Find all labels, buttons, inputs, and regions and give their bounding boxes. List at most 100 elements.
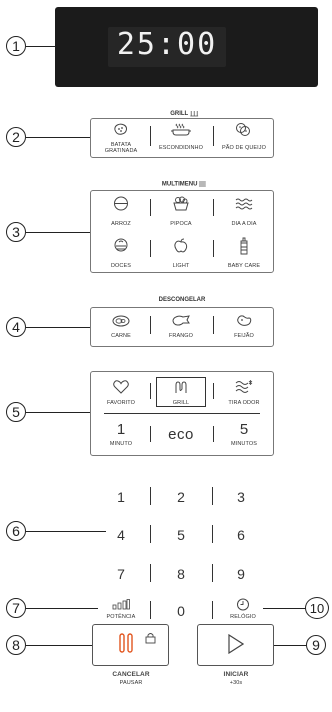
multimenu-panel	[90, 190, 274, 273]
key-6[interactable]: 6	[237, 527, 245, 543]
mm-sep-3	[150, 240, 151, 257]
callout-3: 3	[6, 222, 26, 242]
fn-sep-1	[150, 383, 151, 399]
grill-button-highlight	[156, 377, 206, 407]
popcorn-icon	[173, 196, 189, 211]
grill-btn-3[interactable]: PÃO DE QUEIJO	[221, 145, 267, 151]
desc-sep-2	[213, 316, 214, 334]
key-potencia[interactable]: POTÊNCIA	[106, 614, 136, 620]
grill-btn-2[interactable]: ESCONDIDINHO	[159, 145, 203, 151]
key-5[interactable]: 5	[177, 527, 185, 543]
mm-baby-care[interactable]: BABY CARE	[227, 263, 261, 269]
callout-8-leader	[26, 645, 92, 646]
callout-1: 1	[6, 36, 26, 56]
kp-sep-1	[150, 487, 151, 505]
cheese-bread-icon	[236, 123, 250, 136]
callout-8: 8	[6, 635, 26, 655]
bean-icon	[237, 315, 252, 326]
key-1[interactable]: 1	[117, 489, 125, 505]
meat-icon	[112, 315, 130, 327]
fn-favorito[interactable]: FAVORITO	[106, 400, 136, 406]
waves-icon	[235, 198, 253, 210]
display-screen	[108, 27, 226, 67]
callout-7-leader	[26, 608, 98, 609]
multimenu-title: MULTIMENU	[162, 181, 207, 188]
key-9[interactable]: 9	[237, 566, 245, 582]
fn-minute-1-label: MINUTO	[109, 441, 133, 447]
kp-sep-5	[150, 564, 151, 582]
grill-title: GRILL	[170, 110, 198, 117]
kp-sep-3	[150, 525, 151, 543]
casserole-icon	[171, 123, 191, 136]
grill-panel	[90, 118, 274, 158]
grill-icon	[175, 381, 187, 393]
desc-carne[interactable]: CARNE	[111, 333, 131, 339]
callout-9-leader	[274, 645, 307, 646]
kp-sep-8	[212, 601, 213, 619]
potato-icon	[114, 123, 127, 135]
deodorize-icon	[235, 380, 253, 393]
fn-sep-4	[213, 426, 214, 442]
key-7[interactable]: 7	[117, 566, 125, 582]
mm-arroz[interactable]: ARROZ	[111, 221, 131, 227]
pause-icon	[119, 633, 133, 653]
fn-minute-1-value[interactable]: 1	[116, 421, 126, 438]
start-button[interactable]	[197, 624, 274, 666]
cancel-button[interactable]	[92, 624, 169, 666]
callout-9: 9	[306, 635, 326, 655]
desc-feijao[interactable]: FEIJÃO	[234, 333, 254, 339]
grill-sep-2	[213, 126, 214, 146]
callout-4: 4	[6, 317, 26, 337]
callout-10-leader	[263, 608, 306, 609]
callout-3-leader	[26, 232, 90, 233]
grill-title-icon	[189, 111, 198, 117]
fn-minute-5-value[interactable]: 5	[239, 421, 249, 438]
grill-btn-1[interactable]: BATATA GRATINADA	[104, 142, 138, 154]
key-0[interactable]: 0	[177, 603, 185, 619]
mm-sep-1	[150, 199, 151, 216]
fn-sep-2	[213, 383, 214, 399]
callout-4-leader	[26, 327, 90, 328]
kp-sep-7	[150, 601, 151, 619]
mm-dia-a-dia[interactable]: DIA A DIA	[231, 221, 257, 227]
mm-light[interactable]: LIGHT	[172, 263, 190, 269]
cupcake-icon	[114, 238, 128, 252]
callout-1-leader	[26, 46, 55, 47]
callout-2: 2	[6, 127, 26, 147]
kp-sep-2	[212, 487, 213, 505]
start-label: INICIAR	[223, 671, 249, 678]
key-3[interactable]: 3	[237, 489, 245, 505]
callout-7: 7	[6, 598, 26, 618]
mm-pipoca[interactable]: PIPOCA	[170, 221, 192, 227]
fn-minute-5-label: MINUTOS	[231, 441, 257, 447]
key-relogio[interactable]: RELÓGIO	[230, 614, 256, 620]
start-sublabel: +30s	[229, 680, 243, 686]
callout-6-leader	[26, 531, 106, 532]
fn-tira-odor[interactable]: TIRA ODOR	[228, 400, 260, 406]
lock-icon	[145, 633, 156, 644]
callout-6: 6	[6, 521, 26, 541]
fn-eco[interactable]: eco	[168, 426, 194, 443]
baby-bottle-icon	[240, 237, 248, 255]
cancel-label: CANCELAR	[112, 671, 150, 678]
fn-divider	[104, 413, 260, 414]
kp-sep-4	[212, 525, 213, 543]
grill-sep-1	[150, 126, 151, 146]
key-4[interactable]: 4	[117, 527, 125, 543]
mm-sep-4	[213, 240, 214, 257]
mm-doces[interactable]: DOCES	[110, 263, 132, 269]
apple-icon	[174, 238, 188, 253]
functions-panel	[90, 371, 274, 456]
desc-frango[interactable]: FRANGO	[168, 333, 194, 339]
play-icon	[228, 634, 244, 654]
key-2[interactable]: 2	[177, 489, 185, 505]
descongelar-panel	[90, 307, 274, 347]
fn-grill[interactable]: GRILL	[172, 400, 190, 406]
mm-sep-2	[213, 199, 214, 216]
cancel-sublabel: PAUSAR	[119, 680, 143, 686]
kp-sep-6	[212, 564, 213, 582]
menu-icon	[199, 181, 207, 187]
heart-icon	[113, 380, 129, 394]
callout-2-leader	[26, 137, 90, 138]
key-8[interactable]: 8	[177, 566, 185, 582]
